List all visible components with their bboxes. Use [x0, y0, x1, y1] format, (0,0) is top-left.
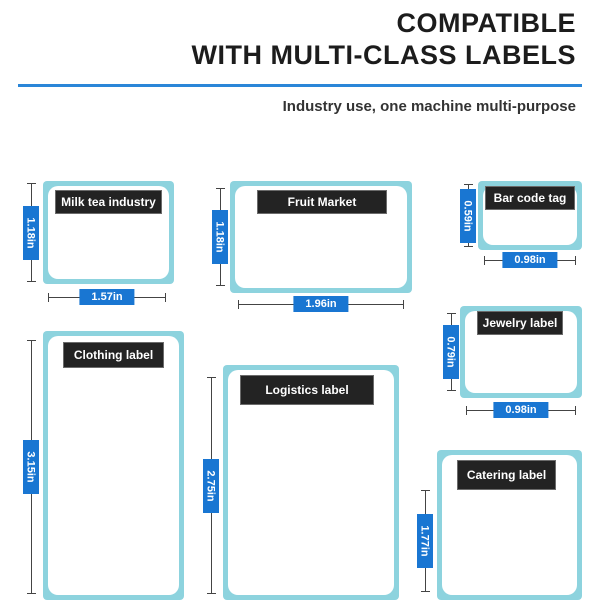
label-card-logistics: Logistics label: [223, 365, 399, 600]
dim-width-fruit-market: 1.96in: [238, 295, 404, 313]
dim-height-jewelry: 0.79in: [442, 313, 460, 391]
headline-line-1: COMPATIBLE: [396, 8, 576, 38]
label-tag-jewelry: Jewelry label: [477, 311, 563, 335]
dim-width-milk-tea: 1.57in: [48, 288, 166, 306]
label-tag-logistics: Logistics label: [240, 375, 374, 405]
dim-width-bar-code: 0.98in: [484, 251, 576, 269]
label-card-bar-code: Bar code tag: [478, 181, 582, 250]
label-card-clothing: Clothing label: [43, 331, 184, 600]
label-card-jewelry: Jewelry label: [460, 306, 582, 398]
dim-width-jewelry: 0.98in: [466, 401, 576, 419]
header-divider: [18, 84, 582, 87]
dim-height-logistics: 2.75in: [202, 377, 220, 594]
label-card-fruit-market: Fruit Market: [230, 181, 412, 293]
dim-height-catering: 1.77in: [416, 490, 434, 592]
subtitle: Industry use, one machine multi-purpose: [282, 98, 576, 115]
dim-height-milk-tea: 1.18in: [22, 183, 40, 282]
dim-height-fruit-market: 1.18in: [211, 188, 229, 286]
label-tag-milk-tea: Milk tea industry: [55, 190, 162, 214]
label-tag-clothing: Clothing label: [63, 342, 164, 368]
label-tag-fruit-market: Fruit Market: [257, 190, 387, 214]
label-tag-bar-code: Bar code tag: [485, 186, 575, 210]
headline-line-2: WITH MULTI-CLASS LABELS: [191, 40, 576, 70]
dim-height-bar-code: 0.59in: [459, 184, 477, 247]
label-tag-catering: Catering label: [457, 460, 556, 490]
dim-height-clothing: 3.15in: [22, 340, 40, 594]
label-card-milk-tea: Milk tea industry: [43, 181, 174, 284]
label-card-catering: Catering label: [437, 450, 582, 600]
